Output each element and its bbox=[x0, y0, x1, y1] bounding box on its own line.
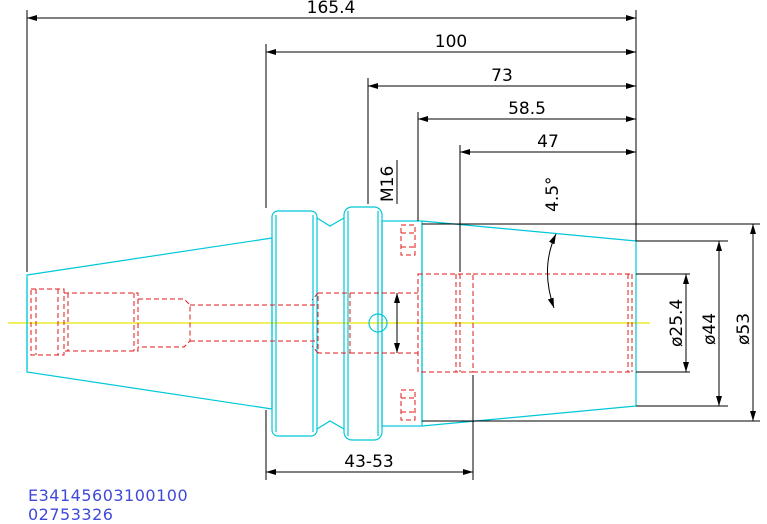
tool-holder-outline bbox=[26, 206, 637, 441]
dim-47: 47 bbox=[537, 132, 559, 152]
dim-58-5: 58.5 bbox=[508, 99, 546, 119]
dim-thread: M16 bbox=[378, 166, 398, 202]
dim-diameter-44: ø44 bbox=[700, 313, 720, 345]
dim-adjust-range: 43-53 bbox=[344, 452, 393, 472]
dim-angle: 4.5° bbox=[543, 176, 563, 212]
dimension-lines bbox=[26, 10, 760, 480]
dim-100: 100 bbox=[435, 32, 467, 52]
dim-total-length: 165.4 bbox=[307, 0, 356, 18]
part-number: 02753326 bbox=[28, 505, 114, 524]
dim-diameter-53: ø53 bbox=[734, 313, 754, 345]
dim-bore-diameter: ø25.4 bbox=[667, 299, 687, 347]
hidden-features bbox=[30, 224, 633, 421]
dim-73: 73 bbox=[491, 66, 513, 86]
part-code: E34145603100100 bbox=[28, 486, 189, 505]
dimension-labels: 165.4 100 73 58.5 47 43-53 M16 4.5° ø25.… bbox=[307, 0, 754, 472]
